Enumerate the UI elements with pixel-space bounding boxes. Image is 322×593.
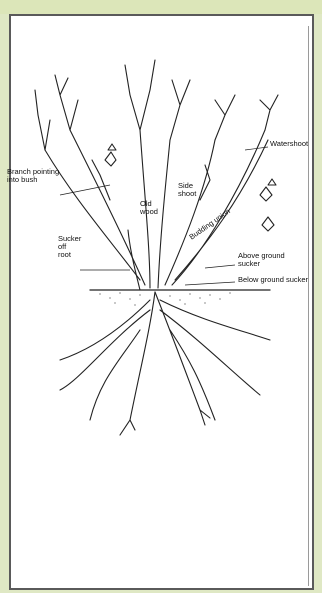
cane-left-outer — [45, 150, 140, 280]
label-below-ground-sucker: Below ground sucker — [238, 276, 308, 284]
label-sucker-off-root: Sucker off root — [58, 235, 81, 259]
main-cane-2 — [158, 140, 170, 288]
label-above-ground-sucker: Above ground sucker — [238, 252, 285, 268]
label-old-wood: Old wood — [140, 200, 158, 216]
leaf-cluster-2 — [260, 179, 276, 201]
leaf-cluster-3 — [262, 217, 274, 231]
root-main — [130, 292, 155, 420]
label-watershoot: Watershoot — [270, 140, 308, 148]
label-branch-pointing: Branch pointing into bush — [7, 168, 59, 184]
leaf-cluster-1 — [105, 144, 116, 166]
label-side-shoot: Side shoot — [178, 182, 196, 198]
soil-stipple — [99, 292, 230, 305]
